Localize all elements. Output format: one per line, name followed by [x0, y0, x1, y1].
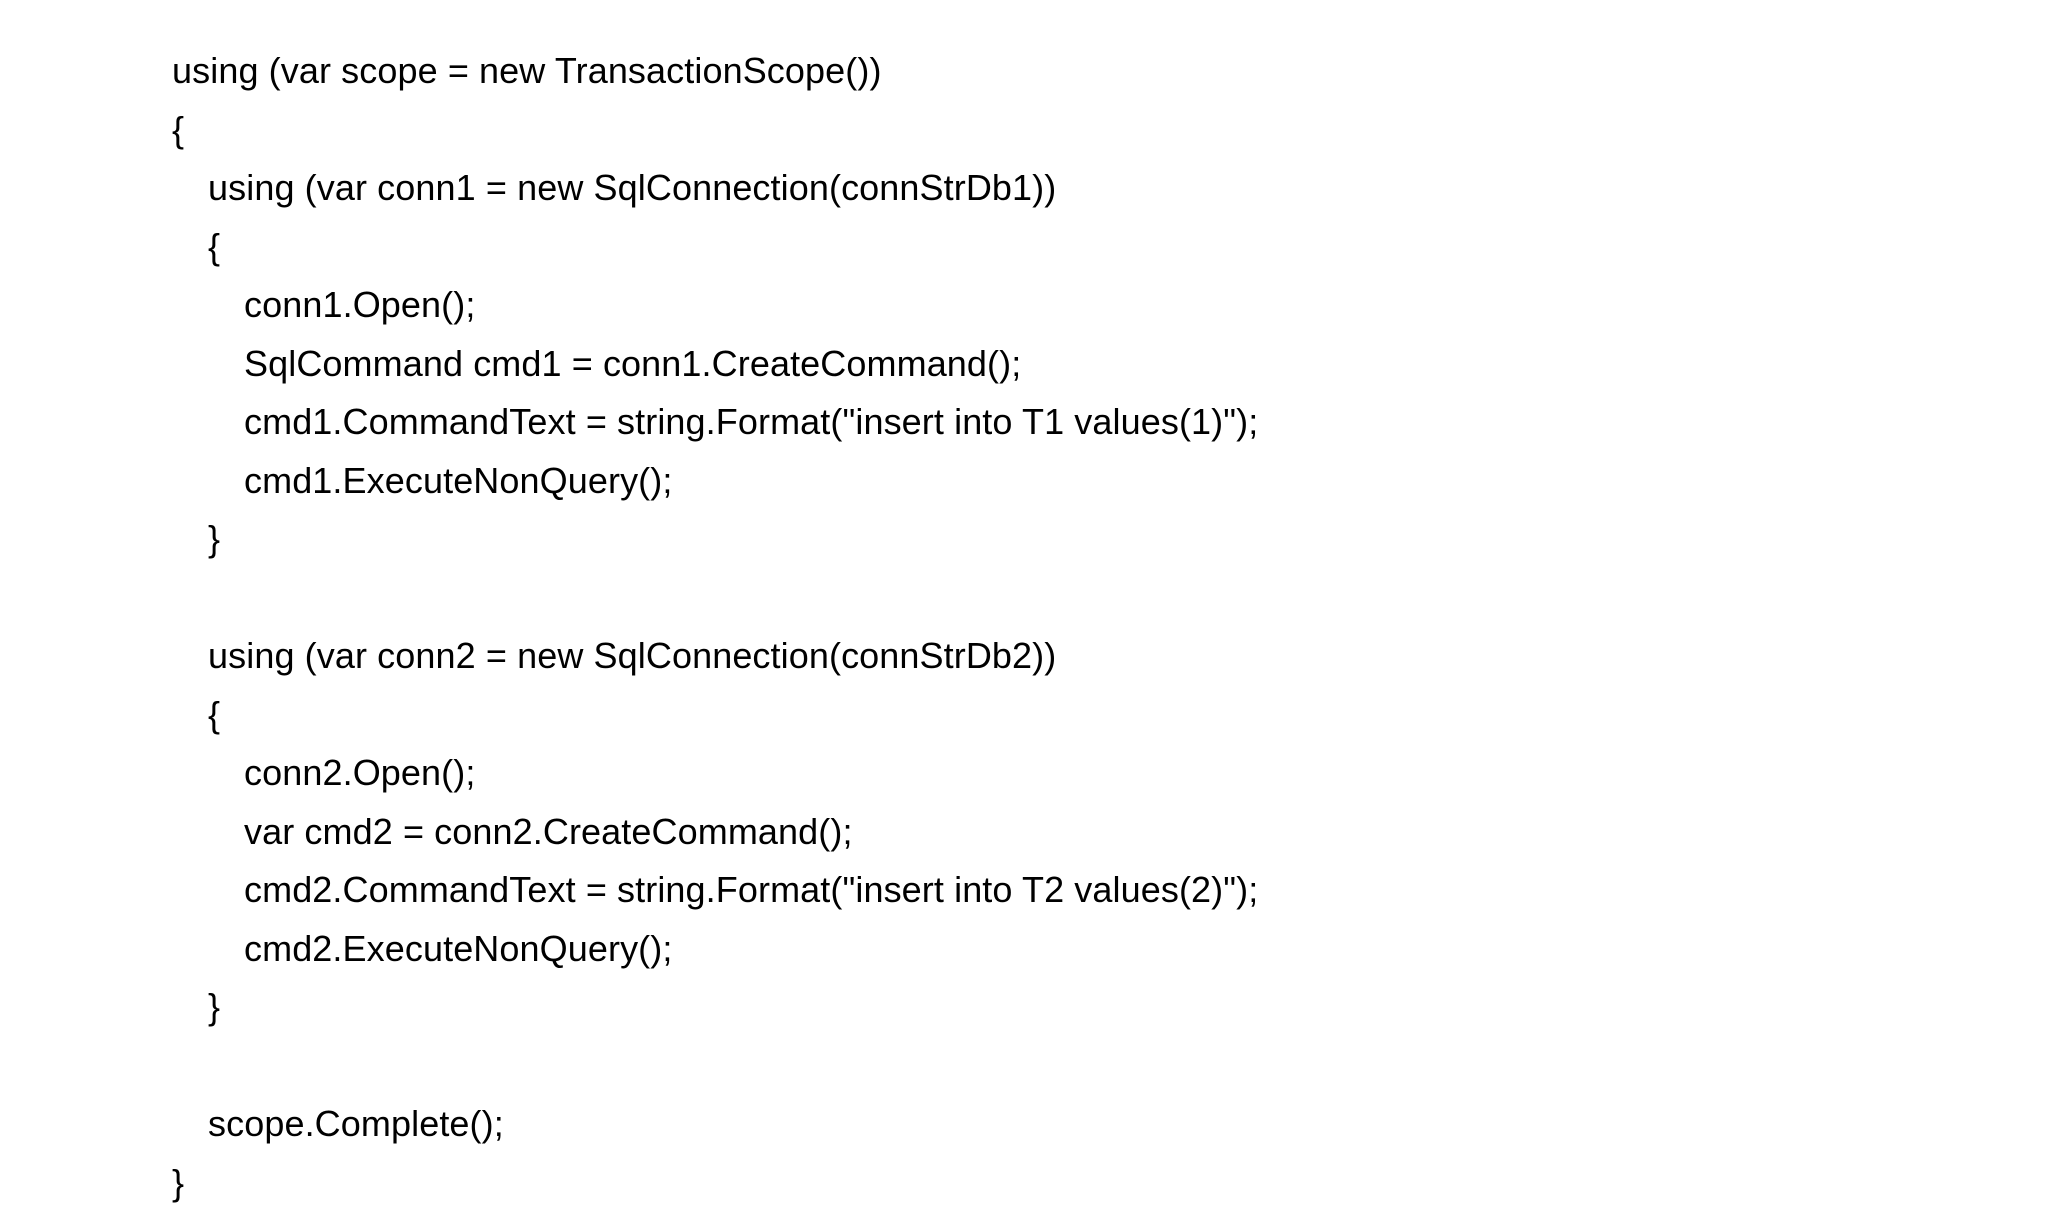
code-line: scope.Complete(); — [172, 1095, 2048, 1154]
code-line: using (var scope = new TransactionScope(… — [172, 42, 2048, 101]
code-line: cmd1.CommandText = string.Format("insert… — [172, 393, 2048, 452]
code-line: cmd2.ExecuteNonQuery(); — [172, 920, 2048, 979]
code-line: { — [172, 101, 2048, 160]
code-line-blank — [172, 569, 2048, 628]
code-slide: using (var scope = new TransactionScope(… — [0, 0, 2048, 1152]
code-line-blank — [172, 1037, 2048, 1096]
code-line: } — [172, 978, 2048, 1037]
code-line: { — [172, 218, 2048, 277]
code-line: SqlCommand cmd1 = conn1.CreateCommand(); — [172, 335, 2048, 394]
code-line: cmd2.CommandText = string.Format("insert… — [172, 861, 2048, 920]
code-line: } — [172, 510, 2048, 569]
code-line: var cmd2 = conn2.CreateCommand(); — [172, 803, 2048, 862]
code-line: } — [172, 1154, 2048, 1212]
code-line: conn1.Open(); — [172, 276, 2048, 335]
code-line: using (var conn1 = new SqlConnection(con… — [172, 159, 2048, 218]
code-line: conn2.Open(); — [172, 744, 2048, 803]
code-line: { — [172, 686, 2048, 745]
code-line: cmd1.ExecuteNonQuery(); — [172, 452, 2048, 511]
code-line: using (var conn2 = new SqlConnection(con… — [172, 627, 2048, 686]
code-block: using (var scope = new TransactionScope(… — [172, 42, 2048, 1212]
